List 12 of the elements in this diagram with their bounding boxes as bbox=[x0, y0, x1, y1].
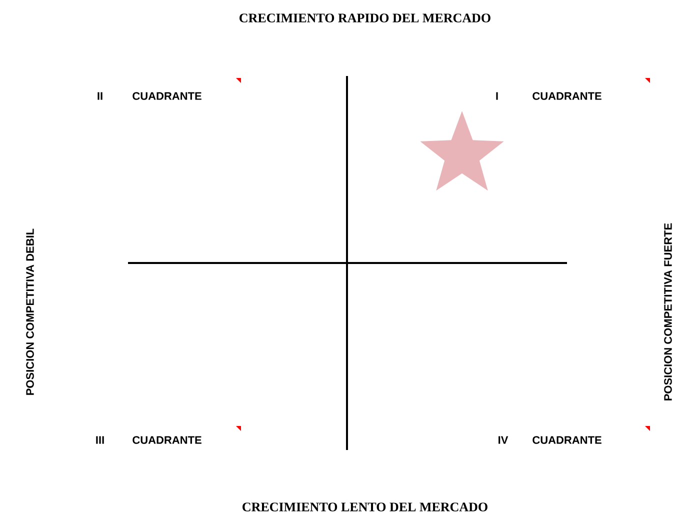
axis-label: POSICION COMPETITIVA DEBIL bbox=[26, 228, 34, 395]
quadrant-label: CUADRANTE bbox=[532, 436, 602, 444]
quadrant-label: CUADRANTE bbox=[132, 436, 202, 444]
quadrant-label: CUADRANTE bbox=[132, 92, 202, 100]
quadrant-number: IV bbox=[498, 436, 508, 444]
quadrant-number: II bbox=[98, 92, 102, 100]
quadrant-label: CUADRANTE bbox=[532, 92, 602, 100]
quadrant-number: I bbox=[496, 92, 498, 100]
axis-label: POSICION COMPETITIVA FUERTE bbox=[664, 223, 672, 400]
quadrant-number: III bbox=[96, 436, 104, 444]
axis-label: CRECIMIENTO LENTO DEL MERCADO bbox=[242, 502, 488, 512]
heading: CRECIMIENTO RAPIDO DEL MERCADO bbox=[240, 14, 490, 22]
